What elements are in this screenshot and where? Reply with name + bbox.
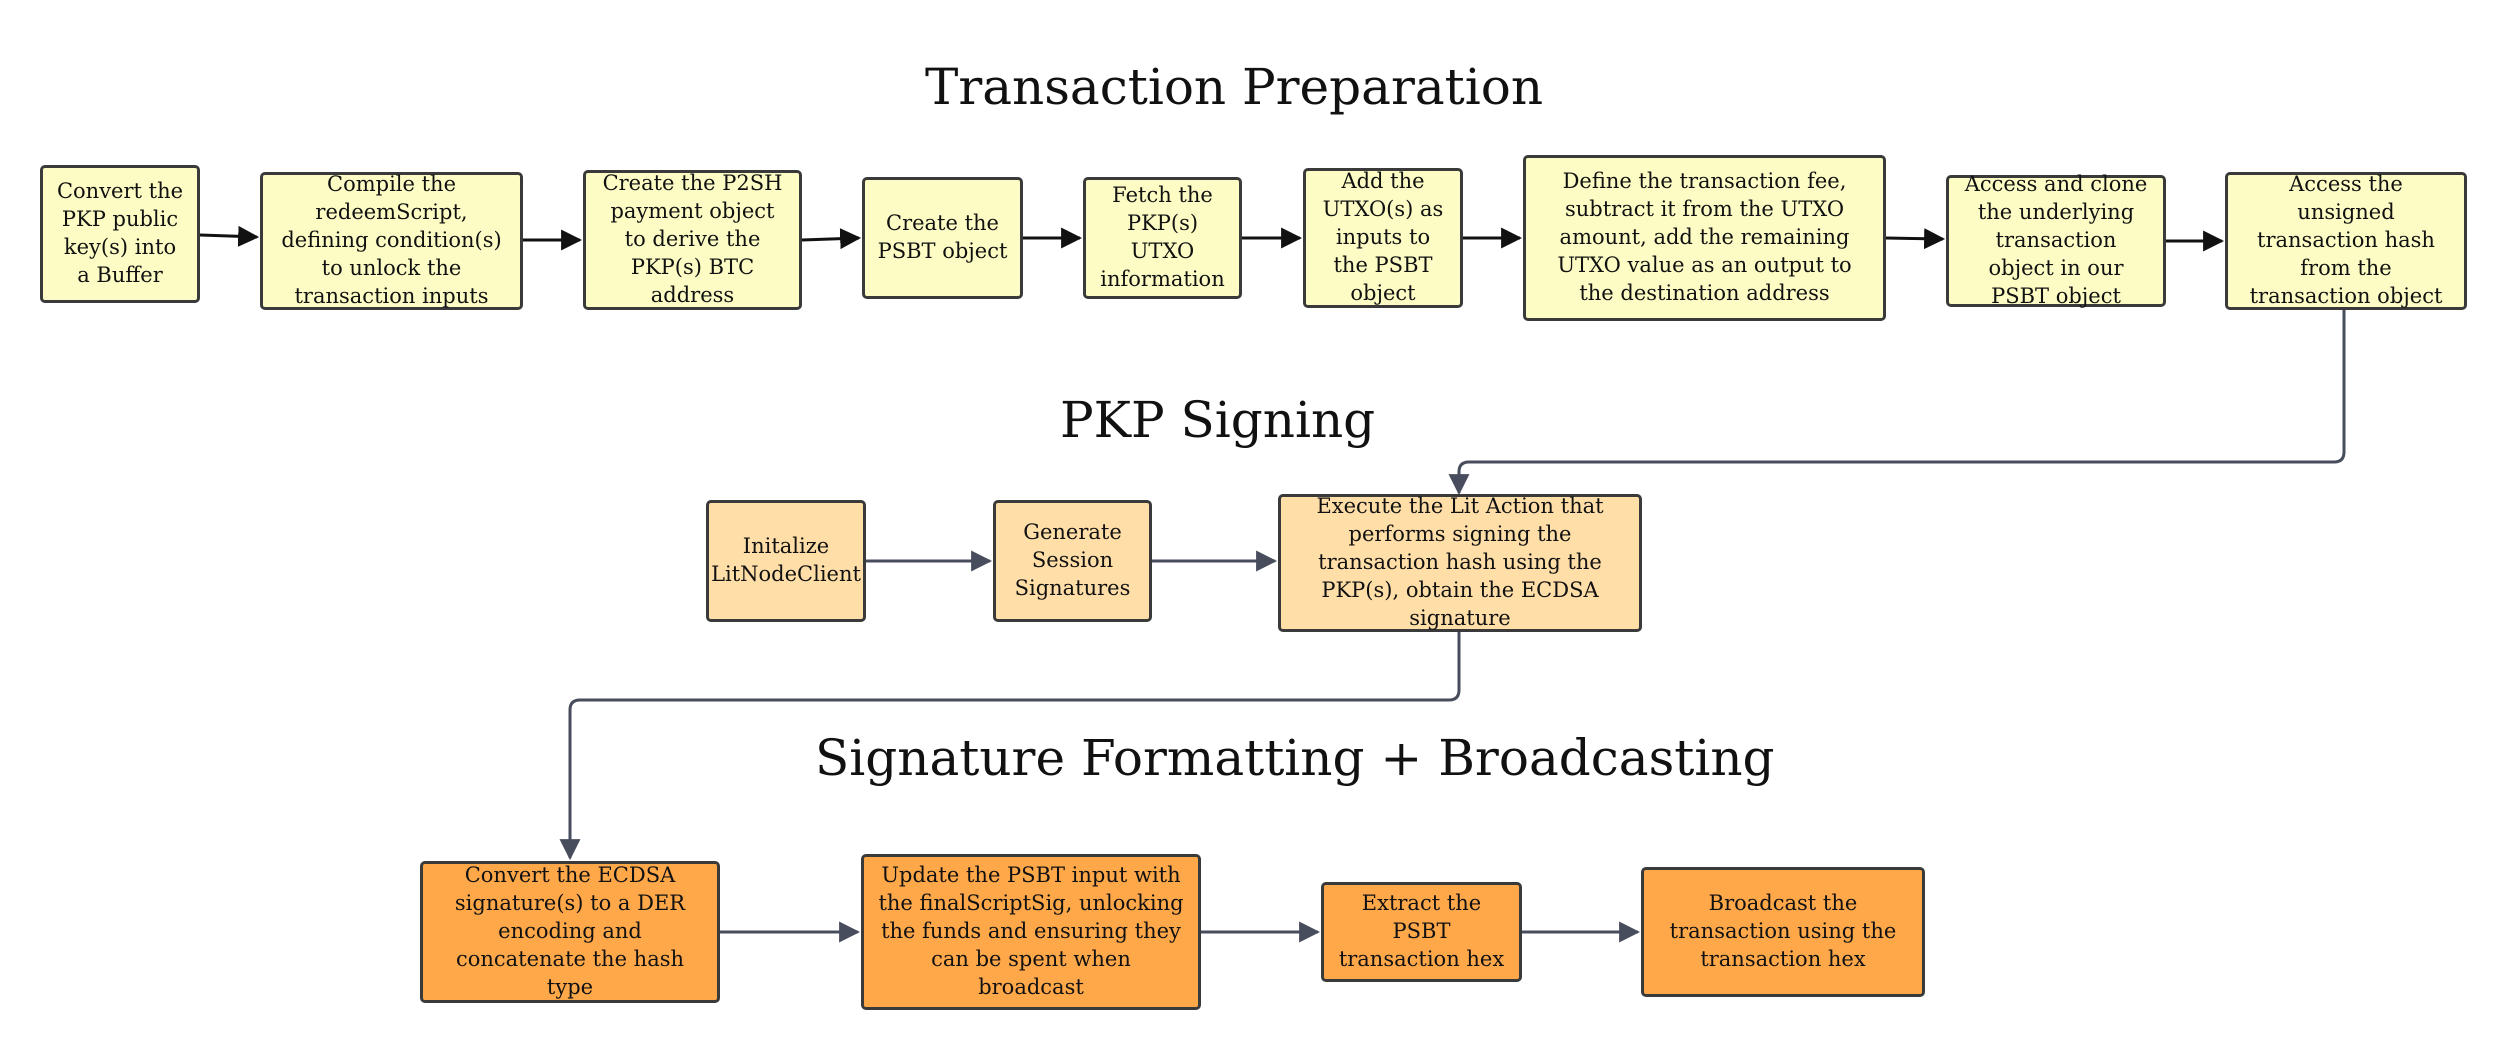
broadcast-step-broadcast-transaction: Broadcast the transaction using the tran… [1641, 867, 1925, 997]
prep-step-create-p2sh: Create the P2SH payment object to derive… [583, 170, 802, 310]
prep-step-label: Define the transaction fee, subtract it … [1557, 169, 1852, 305]
arrow-prep-1-to-2 [199, 225, 260, 247]
sign-step-label: Generate Session Signatures [1014, 520, 1131, 600]
section-title-broadcast: Signature Formatting + Broadcasting [815, 729, 1775, 787]
prep-step-add-utxo-inputs: Add the UTXO(s) as inputs to the PSBT ob… [1303, 168, 1463, 308]
sign-step-generate-session-signatures: Generate Session Signatures [993, 500, 1152, 622]
prep-step-label: Fetch the PKP(s) UTXO information [1100, 183, 1225, 291]
broadcast-step-label: Broadcast the transaction using the tran… [1669, 891, 1897, 971]
broadcast-step-der-encoding: Convert the ECDSA signature(s) to a DER … [420, 861, 720, 1003]
prep-step-fetch-utxo: Fetch the PKP(s) UTXO information [1083, 177, 1242, 299]
prep-step-label: Access and clone the underlying transact… [1964, 172, 2148, 308]
prep-step-label: Create the PSBT object [877, 211, 1008, 263]
arrow-signing-to-broadcast [559, 632, 1461, 861]
sign-step-label: Initalize LitNodeClient [711, 534, 861, 586]
arrow-prep-7-to-8 [1885, 228, 1946, 250]
prep-step-label: Create the P2SH payment object to derive… [602, 171, 783, 307]
prep-step-label: Compile the redeemScript, defining condi… [281, 172, 502, 308]
sign-step-execute-lit-action: Execute the Lit Action that performs sig… [1278, 494, 1642, 632]
broadcast-step-label: Extract the PSBT transaction hex [1338, 891, 1505, 971]
arrow-prep-to-signing [1448, 310, 2346, 496]
prep-step-label: Convert the PKP public key(s) into a Buf… [56, 179, 184, 287]
sign-step-label: Execute the Lit Action that performs sig… [1316, 494, 1604, 630]
prep-step-create-psbt: Create the PSBT object [862, 177, 1023, 299]
prep-step-label: Access the unsigned transaction hash fro… [2249, 172, 2443, 308]
section-title-signing: PKP Signing [1060, 391, 1376, 449]
prep-step-access-hash: Access the unsigned transaction hash fro… [2225, 172, 2467, 310]
prep-step-define-fee: Define the transaction fee, subtract it … [1523, 155, 1886, 321]
sign-step-init-lit-node-client: Initalize LitNodeClient [706, 500, 866, 622]
broadcast-step-label: Convert the ECDSA signature(s) to a DER … [454, 863, 686, 999]
prep-step-label: Add the UTXO(s) as inputs to the PSBT ob… [1322, 169, 1444, 305]
broadcast-step-update-psbt-input: Update the PSBT input with the finalScri… [861, 854, 1201, 1010]
arrow-prep-3-to-4 [801, 228, 862, 250]
section-title-prep: Transaction Preparation [925, 58, 1544, 116]
prep-step-clone-transaction: Access and clone the underlying transact… [1946, 172, 2166, 308]
prep-step-convert-pkp-key: Convert the PKP public key(s) into a Buf… [40, 165, 200, 303]
broadcast-step-label: Update the PSBT input with the finalScri… [878, 863, 1184, 999]
broadcast-step-extract-hex: Extract the PSBT transaction hex [1321, 882, 1522, 982]
prep-step-compile-redeem-script: Compile the redeemScript, defining condi… [260, 172, 523, 310]
